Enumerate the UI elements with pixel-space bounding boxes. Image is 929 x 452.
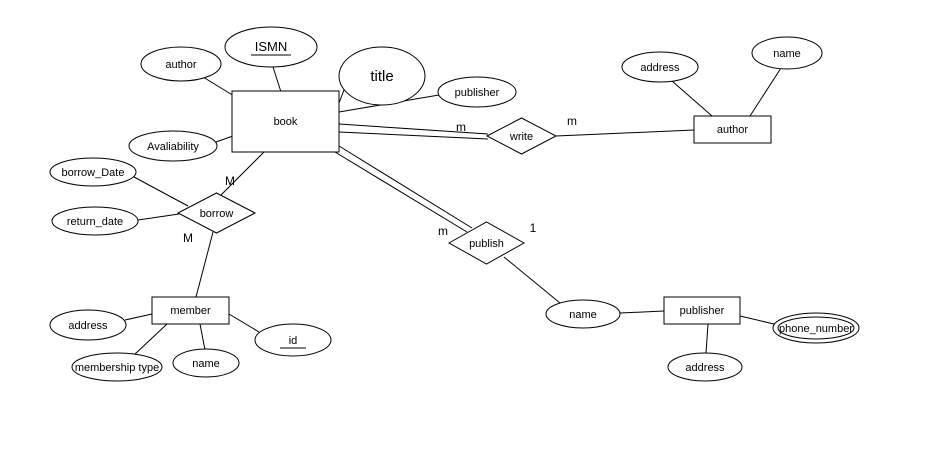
edge-author-attr-name xyxy=(749,67,782,117)
entity-member xyxy=(151,296,230,325)
attribute-member-address-label: address xyxy=(68,320,108,332)
edge-attr-name-publisher xyxy=(619,310,665,314)
attribute-book-ismn xyxy=(224,26,318,68)
attribute-author-name-label: name xyxy=(773,48,801,60)
edge-book-borrow xyxy=(220,151,265,196)
edge-book-attr-ismn xyxy=(272,66,282,93)
edge-book-attr-availability xyxy=(215,135,234,143)
attribute-member-id xyxy=(254,323,332,357)
attribute-book-publisher xyxy=(437,76,517,108)
attribute-publisher-name xyxy=(545,299,621,329)
edge-book-publish-line2 xyxy=(338,145,473,229)
edge-write-author xyxy=(555,129,695,137)
attribute-book-availability xyxy=(128,130,218,162)
attribute-book-availability-label: Avaliability xyxy=(147,141,199,153)
cardinality-borrow-member: M xyxy=(183,231,193,245)
attribute-book-author-label: author xyxy=(165,59,197,71)
relationship-borrow xyxy=(176,192,257,234)
attribute-book-title-label: title xyxy=(370,68,393,85)
relationship-write xyxy=(485,117,558,155)
attribute-return-date-label: return_date xyxy=(67,216,123,228)
edge-author-attr-address xyxy=(671,80,713,117)
edge-publish-attr-name xyxy=(503,256,561,304)
attribute-book-publisher-label: publisher xyxy=(455,87,500,99)
cardinality-book-publish: m xyxy=(438,224,448,238)
edge-member-attr-membership-type xyxy=(133,323,168,356)
relationship-borrow-label: borrow xyxy=(200,208,234,220)
attribute-member-id-label: id xyxy=(289,335,298,347)
entity-author-label: author xyxy=(717,124,749,136)
attribute-member-address xyxy=(49,309,127,341)
entity-publisher xyxy=(663,296,741,325)
edge-borrow-attr-return-date xyxy=(137,213,180,221)
attribute-borrow-date xyxy=(49,157,137,187)
entity-book xyxy=(231,90,340,153)
attribute-publisher-phone-number-inner xyxy=(777,316,855,340)
attribute-publisher-address-label: address xyxy=(685,362,725,374)
relationship-publish xyxy=(447,221,526,265)
attribute-author-address xyxy=(621,51,699,83)
relationship-publish-label: publish xyxy=(469,238,504,250)
edge-member-attr-address xyxy=(124,313,153,321)
relationship-write-label: write xyxy=(509,131,533,143)
attribute-member-name-label: name xyxy=(192,358,220,370)
edge-book-attr-title xyxy=(338,89,345,104)
edge-publisher-attr-phone-number xyxy=(739,315,775,325)
entity-member-label: member xyxy=(170,305,211,317)
entity-book-label: book xyxy=(274,116,298,128)
edge-book-write-line1 xyxy=(338,123,489,135)
attribute-publisher-name-label: name xyxy=(569,309,597,321)
attribute-book-ismn-label: ISMN xyxy=(255,39,288,54)
attribute-borrow-date-label: borrow_Date xyxy=(62,167,125,179)
edge-borrow-member xyxy=(195,231,214,298)
edge-book-write-line2 xyxy=(338,131,489,140)
attribute-publisher-phone-number-label: phone_number xyxy=(779,323,853,335)
attribute-member-membership-type xyxy=(71,352,163,382)
attribute-member-name xyxy=(172,348,240,378)
edge-borrow-attr-borrow-date xyxy=(133,176,189,207)
entity-publisher-label: publisher xyxy=(680,305,725,317)
cardinality-book-write: m xyxy=(456,120,466,134)
diagram-edges xyxy=(124,66,782,356)
attribute-publisher-address xyxy=(667,352,743,382)
edge-publisher-attr-address xyxy=(705,323,709,354)
diagram-shapes xyxy=(49,26,860,382)
entity-author xyxy=(693,115,772,144)
attribute-author-address-label: address xyxy=(640,62,680,74)
cardinality-book-borrow: M xyxy=(225,174,235,188)
attribute-return-date xyxy=(51,206,139,236)
cardinality-write-author: m xyxy=(567,114,577,128)
edge-book-publish-line1 xyxy=(334,151,468,233)
attribute-member-membership-type-label: membership type xyxy=(75,362,159,374)
edge-member-attr-name xyxy=(199,323,206,351)
attribute-book-title xyxy=(338,46,426,106)
diagram-labels: book author member publisher write borro… xyxy=(62,39,854,374)
attribute-book-author xyxy=(140,46,222,82)
edge-member-attr-id xyxy=(228,313,260,333)
cardinality-publish-publisher: 1 xyxy=(530,221,537,235)
attribute-author-name xyxy=(751,36,823,70)
